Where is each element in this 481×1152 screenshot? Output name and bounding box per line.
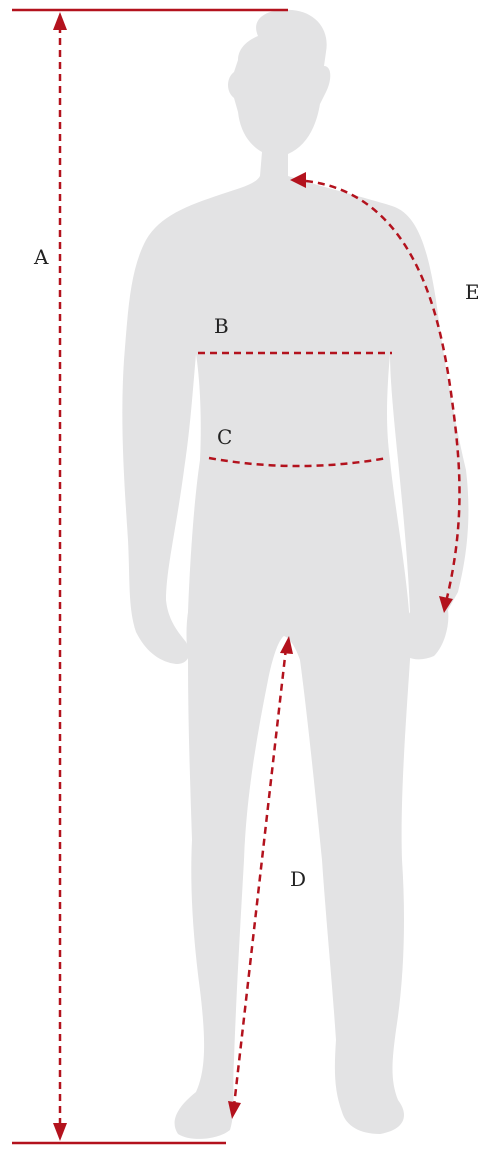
arrow-up-icon (53, 12, 67, 30)
label-e: E (465, 280, 480, 304)
label-c: C (217, 425, 232, 449)
label-d: D (290, 867, 306, 891)
label-b: B (214, 314, 229, 338)
arrow-down-icon (53, 1123, 67, 1141)
label-a: A (33, 245, 49, 269)
